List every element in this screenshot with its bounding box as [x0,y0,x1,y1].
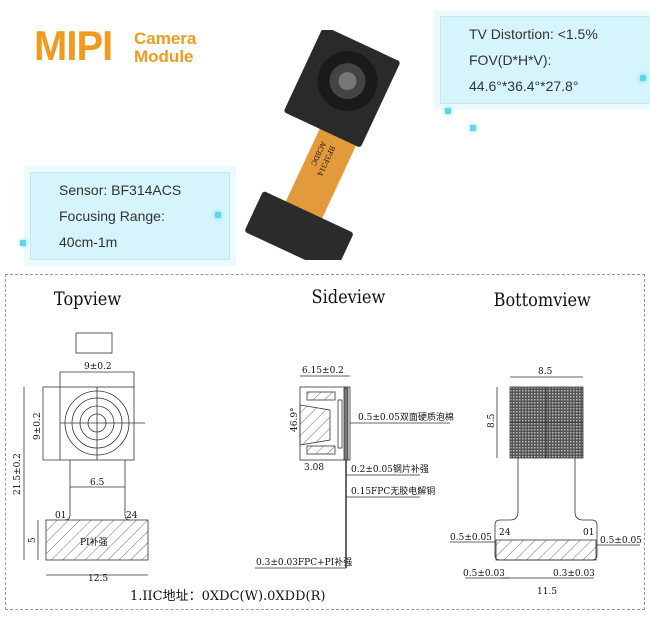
bottom-sensor-area [509,386,584,459]
dim-bottom-w: 8.5 [538,367,553,377]
spec-panel-optics: TV Distortion: <1.5% FOV(D*H*V): 44.6°*3… [440,16,650,104]
dim-top-flex: 6.5 [90,478,105,488]
connector-stiffener [245,191,353,260]
view-title-side: Sideview [311,286,386,308]
logo-subtitle: Camera Module [134,30,196,66]
spec-fov-value: 44.6°*36.4°*27.8° [469,78,579,94]
bottom-pin-24: 24 [499,528,511,538]
spec-focus-value: 40cm-1m [59,234,118,250]
top-pin-01: 01 [55,511,66,521]
dim-bottom-width: 11.5 [537,587,557,597]
dim-side-lens: 3.08 [304,463,324,473]
dim-top-pi-h: 5 [28,537,38,543]
spec-fov-label: FOV(D*H*V): [469,52,552,68]
logo-mipi: MIPI [34,22,113,69]
top-pin-24: 24 [126,511,138,521]
top-pi-block [45,519,149,561]
label-side-fpc: 0.15FPC无胶电解铜 [351,485,435,497]
dim-top-total: 21.5±0.2 [13,453,23,495]
dim-bottom-right-tol: 0.5±0.05 [600,536,642,546]
flex-cable [279,115,363,232]
dim-top-pi-w: 12.5 [88,574,108,584]
view-title-top: Topview [53,288,122,310]
top-pi-label: PI补强 [80,536,108,548]
iic-address-note: 1.IIC地址：0XDC(W).0XDD(R) [130,589,325,604]
spec-panel-sensor: Sensor: BF314ACS Focusing Range: 40cm-1m [30,172,230,260]
camera-module-photo: BF3F314 AC8DC [245,30,400,260]
logo-sub-module: Module [134,47,194,66]
dim-side-depth: 6.15±0.2 [302,366,344,376]
dim-side-angle: 46.9° [290,407,300,432]
orientation-icon [75,332,113,354]
label-side-foam: 0.5±0.05双面硬质泡棉 [358,411,454,423]
view-title-bottom: Bottomview [493,289,591,311]
dim-bottom-left-tol: 0.5±0.05 [450,533,492,543]
bottom-gold-fingers [495,539,597,561]
dim-top-width: 9±0.2 [84,362,112,372]
dim-top-height: 9±0.2 [33,412,43,440]
spec-sensor: Sensor: BF314ACS [59,182,182,198]
dim-bottom-pitch-a: 0.5±0.03 [463,569,505,579]
spec-distortion: TV Distortion: <1.5% [469,26,598,42]
bottom-pin-01: 01 [583,528,594,538]
dim-bottom-pitch-b: 0.3±0.03 [553,569,595,579]
drawing-frame [5,274,645,610]
label-side-steel: 0.2±0.05钢片补强 [351,463,429,475]
spec-focus-label: Focusing Range: [59,208,165,224]
dim-bottom-h: 8.5 [487,413,497,428]
logo-sub-camera: Camera [134,29,197,48]
top-flex [64,460,131,521]
label-side-fpc-pi: 0.3±0.03FPC+PI补强 [256,556,352,568]
